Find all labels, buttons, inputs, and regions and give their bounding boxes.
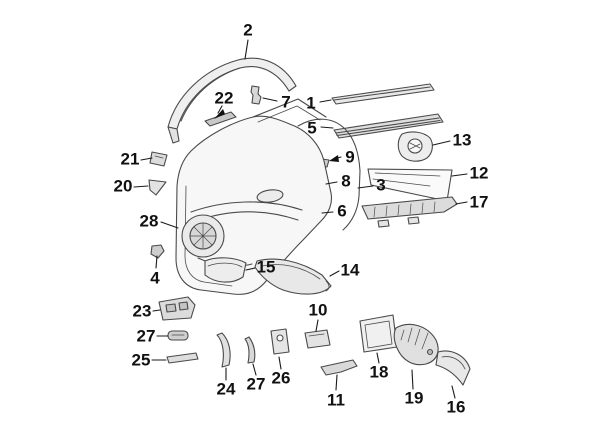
lamp-part-13: [397, 131, 433, 162]
bracket-part-11: [320, 359, 358, 376]
callout-26: 26: [271, 368, 291, 388]
callout-27-upper: 27: [136, 326, 156, 346]
callout-3: 3: [376, 175, 386, 195]
callout-7: 7: [281, 92, 291, 112]
callout-11: 11: [327, 390, 345, 410]
callout-25: 25: [131, 350, 151, 370]
switch-part-23: [158, 296, 196, 321]
pocket-trim-part-15: [204, 257, 247, 283]
callout-24: 24: [216, 379, 236, 399]
cover-part-20: [148, 179, 167, 196]
callout-8: 8: [341, 171, 351, 191]
clip-part-21: [149, 151, 168, 167]
trim-part-27b: [244, 336, 256, 364]
leader-lines: [133, 39, 468, 399]
callout-9: 9: [345, 147, 355, 167]
belt-molding-part-5: [333, 113, 444, 139]
callout-13: 13: [452, 130, 472, 150]
callout-15: 15: [256, 257, 276, 277]
callout-18: 18: [369, 362, 389, 382]
callout-19: 19: [404, 388, 424, 408]
callout-12: 12: [469, 163, 489, 183]
clip-part-4: [150, 244, 165, 259]
belt-molding-part-1: [331, 83, 435, 105]
bulb-part-27a: [167, 330, 189, 341]
callout-22: 22: [214, 88, 234, 108]
callout-6: 6: [337, 201, 347, 221]
callout-4: 4: [150, 268, 160, 288]
callout-14: 14: [340, 260, 360, 280]
callout-17: 17: [469, 192, 489, 212]
pad-part-10: [304, 329, 331, 349]
callout-27-lower: 27: [246, 374, 266, 394]
trim-cover-part-16: [435, 350, 471, 386]
pull-handle-part-14: [254, 258, 332, 295]
window-frame-trim-part: [167, 57, 297, 144]
callout-16: 16: [446, 397, 466, 417]
callout-1: 1: [306, 93, 316, 113]
grab-handle-part-19: [393, 323, 439, 366]
panel-part-18: [359, 314, 398, 353]
armrest-part-17: [361, 196, 458, 228]
bracket-part-26: [270, 328, 290, 355]
callout-5: 5: [307, 118, 317, 138]
trim-part-24: [216, 332, 231, 368]
callout-28: 28: [139, 211, 159, 231]
callout-23: 23: [132, 301, 152, 321]
callout-2: 2: [243, 20, 253, 40]
callout-20: 20: [113, 176, 133, 196]
callout-21: 21: [120, 149, 140, 169]
callout-10: 10: [308, 300, 328, 320]
retainer-clip-part-7: [250, 85, 262, 105]
lens-part-25: [166, 352, 199, 364]
